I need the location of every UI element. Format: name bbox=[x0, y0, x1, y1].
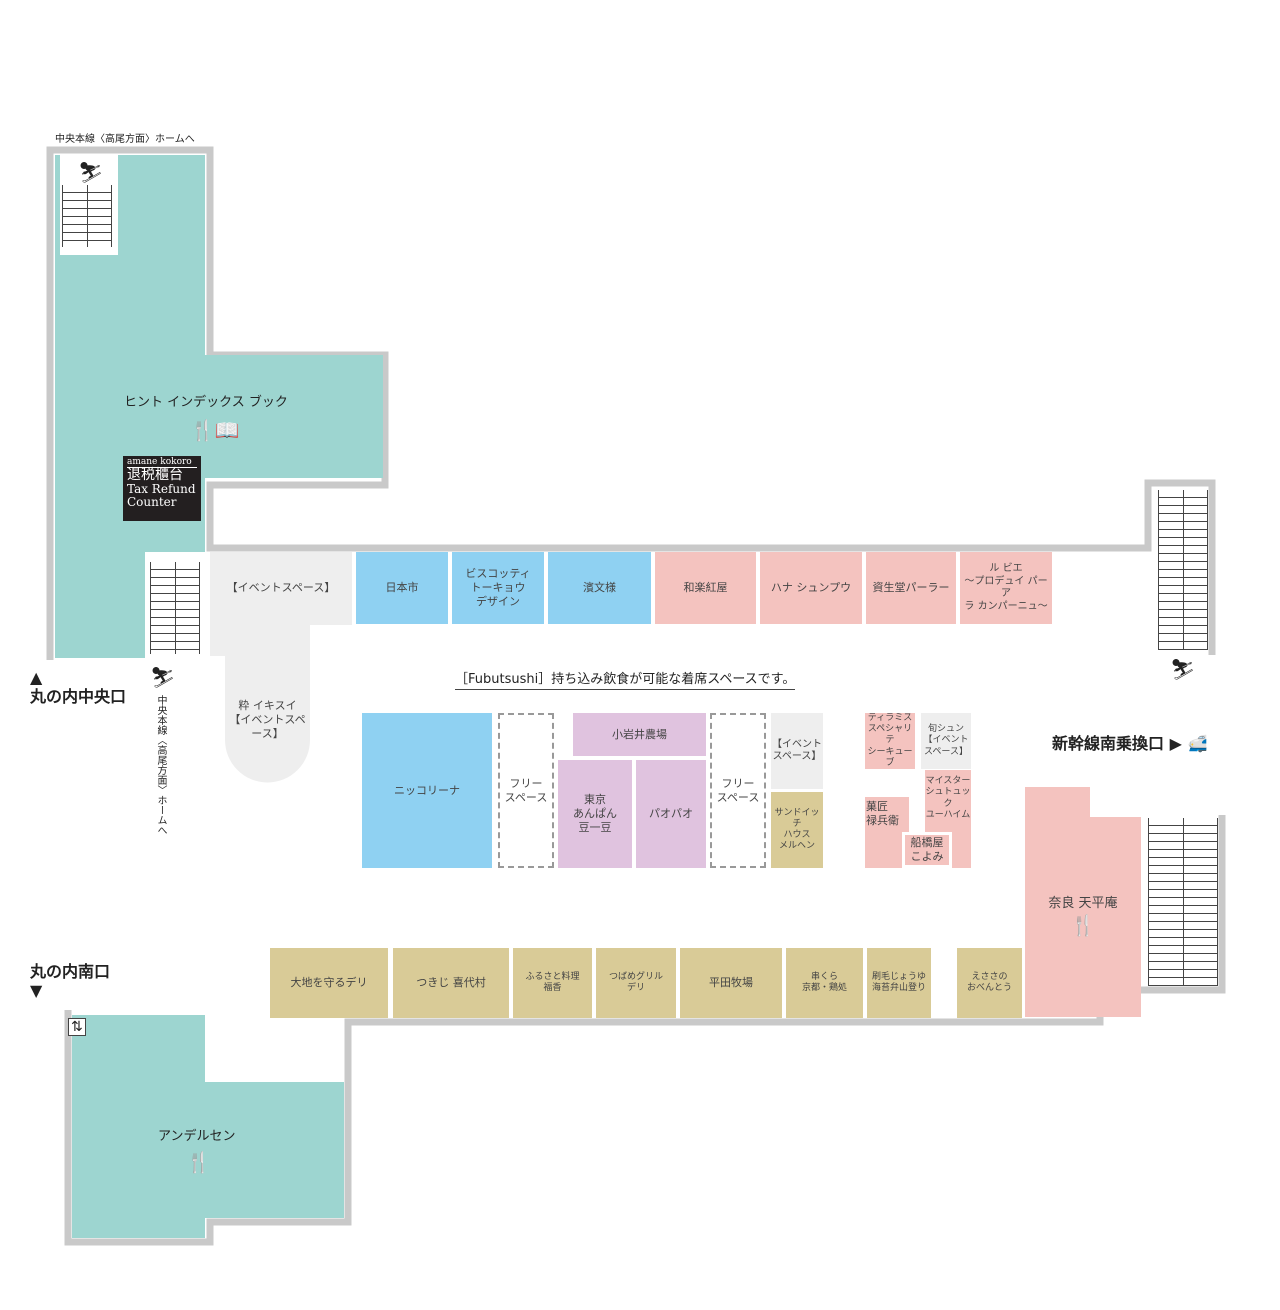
marunouchi-central-exit[interactable]: ▲丸の内中央口 bbox=[30, 668, 127, 707]
escalator-icon: ⛷ bbox=[1170, 657, 1196, 681]
shop-andersen[interactable]: アンデルセン bbox=[158, 1129, 236, 1144]
stairs bbox=[1158, 490, 1208, 650]
restaurant-icon: 🍴 bbox=[186, 1150, 211, 1174]
counter-title-en: Tax Refund bbox=[127, 482, 196, 497]
shop-hamamonyo[interactable]: 濱文様 bbox=[548, 552, 651, 624]
teal-area-top bbox=[55, 155, 383, 658]
top-exit-label: 中央本線〈高尾方面〉ホームへ bbox=[55, 134, 195, 145]
stairs bbox=[1148, 818, 1218, 986]
shop-nikkolina[interactable]: ニッコリーナ bbox=[362, 713, 492, 868]
shop-daichi-deli[interactable]: 大地を守るデリ bbox=[270, 948, 388, 1018]
exit-name: 丸の内南口 bbox=[30, 962, 111, 981]
shop-c3[interactable]: ティラミス スペシャリテ シーキューブ bbox=[865, 713, 915, 769]
shop-tsubame-grill[interactable]: つばめグリル デリ bbox=[596, 948, 676, 1018]
teal-area-bottom bbox=[72, 1015, 344, 1238]
shop-name: 奈良 天平庵 bbox=[1048, 896, 1118, 912]
restaurant-icon: 🍴 bbox=[1070, 912, 1096, 937]
side-exit-label: 中央本線〈高尾方面〉ホームへ bbox=[155, 695, 166, 835]
shop-shun[interactable]: 旬シュン 【イベント スペース】 bbox=[921, 713, 971, 769]
brand-name: amane kokoro bbox=[127, 457, 197, 469]
free-space[interactable]: フリー スペース bbox=[498, 713, 554, 868]
stairs bbox=[150, 562, 200, 654]
shop-paopao[interactable]: パオパオ bbox=[636, 760, 706, 868]
shop-sandwich-marchen[interactable]: サンドイッチ ハウス メルヘン bbox=[771, 792, 823, 868]
escalator-icon: ⛷ bbox=[78, 160, 104, 184]
shop-yamanobori[interactable]: 刷毛じょうゆ 海苔弁山登り bbox=[867, 948, 931, 1018]
shop-tokyo-anpan[interactable]: 東京 あんぱん 豆一豆 bbox=[558, 760, 632, 868]
escalator-icon: ⛷ bbox=[150, 665, 176, 689]
shop-le-pain[interactable]: ル ビエ 〜プロデュイ パーア ラ カンパーニュ〜 bbox=[960, 552, 1052, 624]
counter-title-en: Counter bbox=[127, 494, 177, 509]
exit-name: 新幹線南乗換口 bbox=[1052, 734, 1165, 753]
shop-funabashiya[interactable]: 船橋屋 こよみ bbox=[902, 832, 952, 868]
shop-rokubee[interactable]: 菓匠 禄兵衛 bbox=[865, 797, 909, 868]
stairs bbox=[62, 185, 112, 247]
counter-title: 退税櫃台 bbox=[127, 467, 183, 484]
exit-name: 丸の内中央口 bbox=[30, 687, 127, 707]
elevator-icon: ⇅ bbox=[68, 1018, 86, 1036]
shinkansen-exit[interactable]: 新幹線南乗換口 ▶ 🚅 bbox=[1052, 734, 1208, 753]
marunouchi-south-exit[interactable]: 丸の内南口▼ bbox=[30, 962, 111, 1001]
shop-tenpyoan[interactable]: 奈良 天平庵🍴 bbox=[1025, 817, 1141, 1017]
tax-refund-counter[interactable]: amane kokoro 退税櫃台 Tax Refund Counter bbox=[123, 456, 201, 521]
shop-kushikura[interactable]: 串くら 京都・鶏処 bbox=[786, 948, 863, 1018]
shop-nihonichi[interactable]: 日本市 bbox=[356, 552, 448, 624]
free-space[interactable]: フリー スペース bbox=[710, 713, 766, 868]
shop-shiseido-parlour[interactable]: 資生堂パーラー bbox=[866, 552, 956, 624]
fubutsushi-note: ［Fubutsushi］持ち込み飲食が可能な着席スペースです。 bbox=[455, 668, 796, 690]
shop-event-space[interactable]: 【イベントスペース】 bbox=[226, 581, 336, 595]
shop-hana-shunpu[interactable]: ハナ シュンプウ bbox=[760, 552, 862, 624]
shop-koiwai[interactable]: 小岩井農場 bbox=[573, 713, 706, 756]
shop-wakakouya[interactable]: 和楽紅屋 bbox=[655, 552, 756, 624]
shop-furusato[interactable]: ふるさと料理 福香 bbox=[513, 948, 592, 1018]
shop-biscotti[interactable]: ビスコッティ トーキョウ デザイン bbox=[452, 552, 544, 624]
shop-hint-index-book[interactable]: ヒント インデックス ブック bbox=[124, 395, 288, 410]
restaurant-book-icon: 🍴📖 bbox=[190, 418, 240, 442]
event-space[interactable]: 【イベント スペース】 bbox=[771, 713, 823, 789]
shop-ikisui[interactable]: 粋 イキスイ 【イベントスペース】 bbox=[229, 699, 306, 740]
train-icon: 🚅 bbox=[1187, 734, 1208, 753]
shop-bento[interactable]: えささの おべんとう bbox=[957, 948, 1022, 1018]
shop-tsukiji-kiyomura[interactable]: つきじ 喜代村 bbox=[393, 948, 509, 1018]
shop-hiraboku[interactable]: 平田牧場 bbox=[680, 948, 782, 1018]
